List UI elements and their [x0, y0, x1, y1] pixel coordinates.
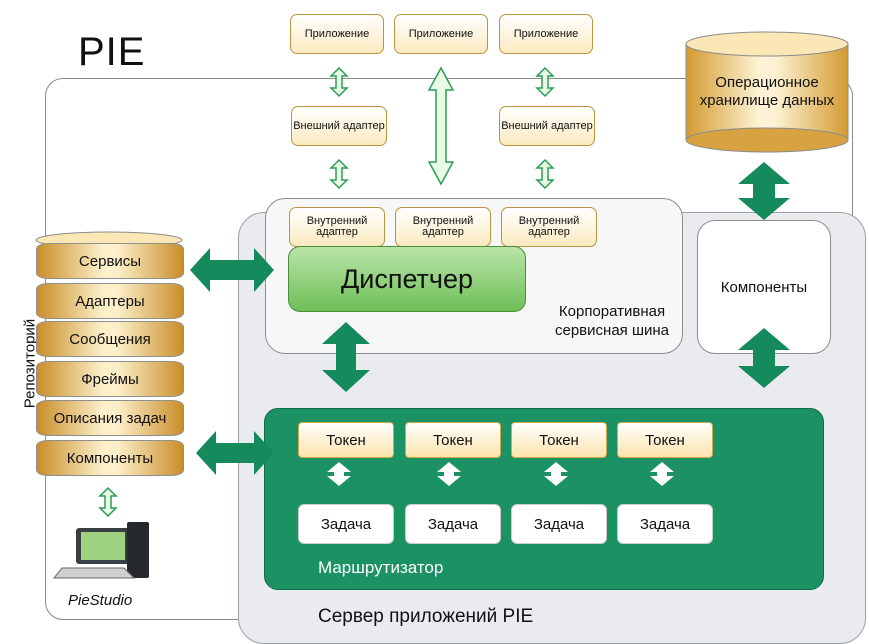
- studio-repo-arrow: [98, 486, 118, 518]
- internal-adapter: Внутренний адаптер: [395, 207, 491, 247]
- studio-label: PieStudio: [68, 592, 133, 609]
- token: Токен: [405, 422, 501, 458]
- computer-icon: [52, 522, 149, 579]
- task: Задача: [405, 504, 501, 544]
- repository-item: Компоненты: [36, 440, 184, 476]
- datastore-cylinder: [685, 31, 849, 153]
- task: Задача: [511, 504, 607, 544]
- token-task-arrow: [544, 462, 568, 486]
- repository-item: Сервисы: [36, 243, 184, 279]
- token-task-arrow: [437, 462, 461, 486]
- components-server-arrow: [738, 328, 790, 388]
- repository-item: Описания задач: [36, 400, 184, 436]
- router-label: Маршрутизатор: [318, 558, 444, 577]
- dispatcher: Диспетчер: [288, 246, 526, 312]
- repo-router-arrow: [196, 431, 274, 475]
- task: Задача: [617, 504, 713, 544]
- app-adapter-arrow: [535, 66, 555, 98]
- application-box: Приложение: [394, 14, 488, 54]
- external-adapter: Внешний адаптер: [291, 106, 387, 146]
- server-label: Сервер приложений PIE: [318, 606, 534, 627]
- token-task-arrow: [327, 462, 351, 486]
- adapter-adapter-arrow: [329, 158, 349, 190]
- token-task-arrow: [650, 462, 674, 486]
- repository-item: Сообщения: [36, 321, 184, 357]
- token: Токен: [298, 422, 394, 458]
- task: Задача: [298, 504, 394, 544]
- esb-label: Корпоративная сервисная шина: [555, 303, 669, 339]
- application-box: Приложение: [290, 14, 384, 54]
- repo-esb-arrow: [190, 248, 274, 292]
- datastore-label: Операционное хранилище данных: [699, 74, 835, 109]
- application-box: Приложение: [499, 14, 593, 54]
- diagram-title: PIE: [78, 30, 146, 74]
- datastore-components-arrow: [738, 162, 790, 220]
- external-adapter: Внешний адаптер: [499, 106, 595, 146]
- direct-app-arrow: [427, 66, 455, 186]
- internal-adapter: Внутренний адаптер: [501, 207, 597, 247]
- adapter-adapter-arrow: [535, 158, 555, 190]
- app-adapter-arrow: [329, 66, 349, 98]
- token: Токен: [617, 422, 713, 458]
- internal-adapter: Внутренний адаптер: [289, 207, 385, 247]
- token: Токен: [511, 422, 607, 458]
- repository-item: Адаптеры: [36, 283, 184, 319]
- repository-item: Фреймы: [36, 361, 184, 397]
- esb-router-arrow: [322, 322, 370, 392]
